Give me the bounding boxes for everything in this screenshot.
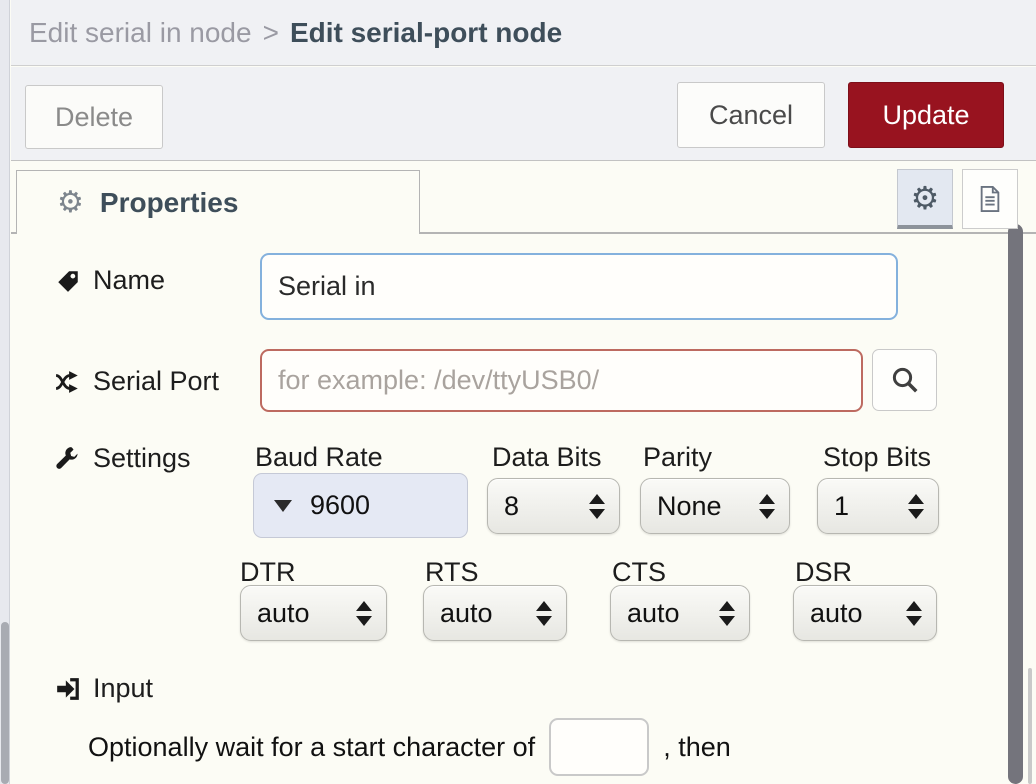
dtr-label: DTR — [240, 557, 296, 587]
serial-port-field-label: Serial Port — [55, 366, 219, 397]
input-section-label: Input — [55, 673, 153, 704]
stepper-arrows-icon — [356, 600, 372, 626]
breadcrumb-separator: > — [262, 16, 279, 48]
stepper-arrows-icon — [759, 493, 775, 519]
start-character-text-before: Optionally wait for a start character of — [88, 731, 536, 762]
start-character-row: Optionally wait for a start character of… — [88, 717, 731, 777]
cts-value: auto — [627, 597, 680, 628]
stop-bits-select[interactable]: 1 — [817, 478, 939, 534]
gear-icon: ⚙ — [57, 185, 84, 220]
dialog-body: ⚙ Properties ⚙ Name — [11, 161, 1036, 784]
dsr-label: DSR — [795, 557, 853, 587]
dtr-select[interactable]: auto — [240, 585, 387, 641]
settings-label-text: Settings — [93, 443, 191, 473]
cts-select[interactable]: auto — [610, 585, 750, 641]
workspace-left-strip — [0, 0, 10, 784]
stepper-arrows-icon — [906, 600, 922, 626]
update-button[interactable]: Update — [848, 82, 1004, 148]
rts-value: auto — [440, 597, 493, 628]
breadcrumb-current: Edit serial-port node — [289, 16, 563, 48]
dialog-header: Edit serial in node > Edit serial-port n… — [11, 0, 1036, 66]
magnifier-icon — [892, 367, 917, 393]
cts-label: CTS — [612, 557, 666, 587]
vertical-scrollbar-thumb[interactable] — [1008, 224, 1023, 784]
start-character-text-after: , then — [663, 731, 731, 762]
tag-icon — [58, 270, 78, 292]
dsr-select[interactable]: auto — [793, 585, 937, 641]
name-input[interactable] — [260, 253, 898, 320]
shuffle-icon — [55, 370, 78, 393]
left-scrollbar-thumb[interactable] — [1, 622, 9, 784]
dialog-toolbar: Delete Cancel Update — [11, 67, 1036, 161]
settings-section-label: Settings — [55, 443, 191, 474]
rts-select[interactable]: auto — [423, 585, 567, 641]
name-field-label: Name — [55, 265, 165, 296]
parity-label: Parity — [643, 442, 713, 472]
node-settings-button[interactable]: ⚙ — [897, 169, 953, 229]
serial-port-label-text: Serial Port — [93, 366, 220, 396]
breadcrumb-parent[interactable]: Edit serial in node — [29, 16, 252, 48]
stop-bits-value: 1 — [834, 490, 850, 521]
wrench-icon — [56, 446, 78, 469]
stepper-arrows-icon — [589, 493, 605, 519]
dsr-value: auto — [810, 597, 863, 628]
start-character-input[interactable] — [549, 718, 650, 776]
name-label-text: Name — [93, 265, 166, 295]
delete-button[interactable]: Delete — [25, 85, 163, 149]
serial-port-input[interactable] — [260, 349, 863, 412]
tab-row-divider — [11, 232, 1036, 234]
cancel-button[interactable]: Cancel — [677, 82, 825, 148]
node-description-button[interactable] — [962, 169, 1018, 229]
tab-properties-label: Properties — [99, 186, 239, 218]
rts-label: RTS — [425, 557, 479, 587]
stepper-arrows-icon — [719, 600, 735, 626]
stop-bits-label: Stop Bits — [823, 442, 932, 472]
serial-port-search-button[interactable] — [872, 349, 937, 411]
parity-value: None — [657, 490, 722, 521]
tab-properties[interactable]: ⚙ Properties — [16, 170, 420, 234]
parity-select[interactable]: None — [640, 478, 790, 534]
baud-rate-value: 9600 — [310, 490, 371, 520]
baud-rate-label: Baud Rate — [255, 442, 383, 472]
data-bits-value: 8 — [504, 490, 520, 521]
document-icon — [980, 186, 1000, 212]
chevron-down-icon — [274, 499, 292, 512]
stepper-arrows-icon — [908, 493, 924, 519]
stepper-arrows-icon — [536, 600, 552, 626]
input-label-text: Input — [93, 673, 154, 703]
gear-icon: ⚙ — [910, 178, 940, 217]
baud-rate-dropdown[interactable]: 9600 — [253, 473, 468, 538]
dtr-value: auto — [257, 597, 310, 628]
outer-scrollbar-thumb[interactable] — [1028, 668, 1032, 784]
data-bits-label: Data Bits — [492, 442, 602, 472]
sign-in-icon — [57, 677, 79, 700]
data-bits-select[interactable]: 8 — [487, 478, 620, 534]
